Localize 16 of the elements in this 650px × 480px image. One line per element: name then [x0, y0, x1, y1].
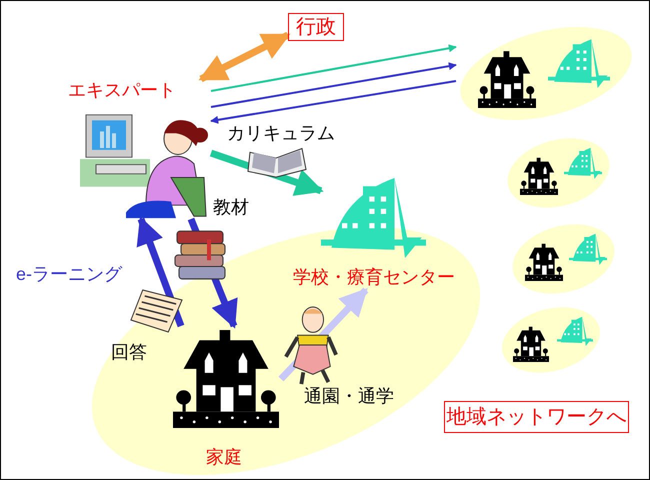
edge-label: 教材 [213, 196, 249, 218]
arrow [198, 32, 290, 82]
node-label: エキスパート [68, 79, 176, 101]
edge-label: 通園・通学 [304, 385, 394, 407]
arrow [210, 62, 457, 108]
arrow [210, 80, 456, 124]
boxed-label: 行政 [288, 13, 344, 41]
node-label: 家庭 [206, 446, 242, 468]
text-label: e-ラーニング [16, 263, 122, 285]
edge-label: 回答 [111, 341, 147, 363]
arrow [136, 216, 184, 328]
arrow [210, 150, 324, 196]
edge-label: カリキュラム [227, 122, 335, 144]
node-label: 学校・療育センター [293, 266, 455, 288]
boxed-label: 地域ネットワークへ [444, 401, 629, 433]
arrow [210, 44, 457, 92]
